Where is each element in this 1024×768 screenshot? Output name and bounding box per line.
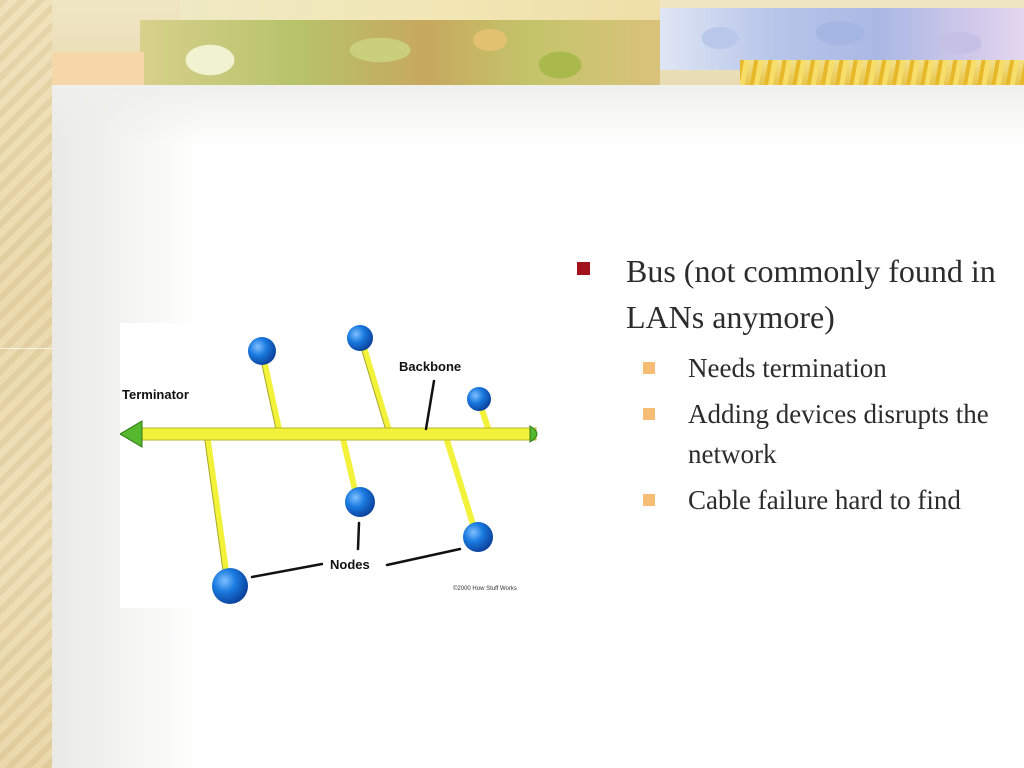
nodes-pointer-left (250, 562, 324, 579)
drop-cable (259, 348, 283, 437)
drop-cables (204, 338, 493, 588)
pointer-lines (250, 379, 462, 579)
sub-bullet-square-icon (643, 362, 655, 374)
bullet-square-icon (577, 262, 590, 275)
drop-cable (359, 338, 393, 437)
sub-bullet-square-icon (643, 408, 655, 420)
backbone-pointer (424, 379, 436, 431)
banner-wheat-image (740, 60, 1024, 85)
drop-cable (204, 431, 231, 588)
nodes-pointer-right (385, 547, 462, 567)
node-icon (212, 568, 248, 604)
node-icon (467, 387, 491, 411)
node-icon (345, 487, 375, 517)
drop-cable (442, 431, 479, 537)
sub-bullet: Needs termination (575, 348, 1005, 388)
bus-topology-svg: Terminator Backbone Nodes ©2000 How Stuf… (120, 325, 538, 604)
terminator-left-icon (120, 420, 143, 448)
left-parchment-strip (0, 0, 52, 768)
sub-bullet-square-icon (643, 494, 655, 506)
nodes-pointer-middle (356, 521, 361, 551)
diagram-credit: ©2000 How Stuff Works (453, 585, 517, 592)
backbone-label: Backbone (399, 359, 461, 374)
terminator-right-icon (529, 425, 538, 443)
node-icon (248, 337, 276, 365)
sub-bullet: Cable failure hard to find (575, 480, 1005, 520)
node-icon (463, 522, 493, 552)
backbone-cable (135, 427, 537, 441)
bullet-text: Bus (not commonly found in LANs anymore) (626, 253, 996, 335)
drop-cable-outlines (203, 340, 388, 586)
banner-leaves-image (140, 20, 660, 85)
banner-peach-block (34, 52, 144, 85)
banner-blue-flowers-image (660, 8, 1024, 70)
bus-topology-diagram: Terminator Backbone Nodes ©2000 How Stuf… (120, 323, 542, 608)
banner-leaf-texture (180, 0, 660, 20)
content-top-shadow (52, 85, 1024, 145)
sub-bullet-text: Cable failure hard to find (688, 485, 961, 515)
terminator-label: Terminator (122, 387, 189, 402)
node-icon (347, 325, 373, 351)
bullet-level1: Bus (not commonly found in LANs anymore) (575, 248, 1005, 340)
sub-bullet-text: Needs termination (688, 353, 887, 383)
sub-bullet-text: Adding devices disrupts the network (688, 399, 989, 469)
sub-bullet: Adding devices disrupts the network (575, 394, 1005, 474)
bullet-list: Bus (not commonly found in LANs anymore)… (575, 248, 1005, 520)
nodes-label: Nodes (330, 557, 370, 572)
